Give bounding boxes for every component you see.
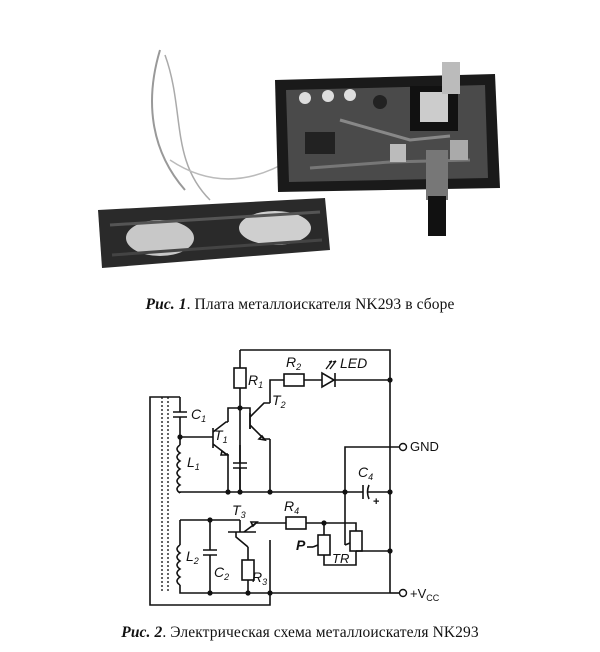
svg-text:R3: R3	[252, 569, 267, 587]
svg-text:L2: L2	[186, 548, 199, 566]
label-t3: T	[232, 502, 242, 518]
svg-text:C2: C2	[214, 564, 229, 582]
label-p: P	[296, 537, 306, 553]
label-led: LED	[340, 355, 367, 371]
figure-2-caption: Рис. 2. Электрическая схема металлоискат…	[0, 624, 600, 642]
figure-1-caption-lead: Рис. 1	[145, 296, 187, 313]
trimmer-tr	[344, 530, 363, 552]
svg-text:R4: R4	[284, 498, 299, 516]
transistor-t3	[228, 520, 286, 548]
gnd-terminal	[398, 442, 408, 452]
resistor-r4	[285, 516, 307, 530]
search-coil	[98, 198, 330, 268]
resistor-r1	[233, 367, 247, 389]
transistor-t2	[249, 402, 270, 442]
label-c4: C	[358, 464, 369, 480]
figure-2-caption-text: . Электрическая схема металлоискателя NK…	[162, 624, 479, 641]
label-gnd: GND	[410, 439, 439, 454]
label-l1: L	[187, 454, 195, 470]
label-vcc: +V	[410, 586, 427, 601]
figure-1-caption: Рис. 1. Плата металлоискателя NK293 в сб…	[0, 296, 600, 314]
board-photo	[98, 49, 500, 268]
svg-text:C4: C4	[358, 464, 373, 482]
label-t2: T	[272, 392, 282, 408]
label-r4: R	[284, 498, 294, 514]
svg-text:T1: T1	[214, 427, 228, 445]
svg-text:+VCC: +VCC	[410, 586, 440, 603]
label-tr: TR	[332, 551, 349, 566]
pcb-board	[275, 74, 500, 192]
svg-text:T2: T2	[272, 392, 286, 410]
inductor-l1	[176, 444, 182, 494]
label-r1: R	[248, 372, 258, 388]
figure-2-caption-lead: Рис. 2	[121, 624, 163, 641]
label-r3: R	[252, 569, 262, 585]
led-diode	[321, 360, 337, 389]
potentiometer-knob	[426, 62, 460, 236]
potentiometer-p	[307, 534, 331, 556]
svg-text:L1: L1	[187, 454, 200, 472]
resistor-r2	[283, 373, 305, 387]
svg-text:C1: C1	[191, 406, 206, 424]
svg-text:T3: T3	[232, 502, 246, 520]
vcc-terminal	[398, 588, 408, 598]
label-plus: +	[373, 496, 379, 508]
svg-text:R2: R2	[286, 354, 301, 372]
figure-1-caption-text: . Плата металлоискателя NK293 в сборе	[186, 296, 455, 313]
inductor-l2	[176, 544, 182, 586]
svg-text:R1: R1	[248, 372, 263, 390]
label-r2: R	[286, 354, 296, 370]
label-t1: T	[214, 427, 224, 443]
label-c1: C	[191, 406, 202, 422]
label-c2: C	[214, 564, 225, 580]
circuit-schematic: R1 R2 LED T2 C1 T1 L1 GND C4 + R4 T3 P T…	[149, 349, 440, 606]
label-l2: L	[186, 548, 194, 564]
